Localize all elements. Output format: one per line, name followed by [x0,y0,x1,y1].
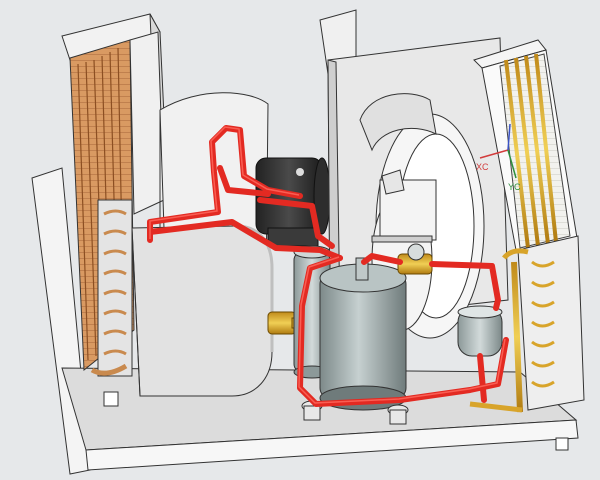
accumulator[interactable] [457,305,503,357]
xc-axis-line [479,149,509,159]
xc-axis-label: XC [476,162,489,172]
zc-axis-line [507,123,511,151]
compressor[interactable] [301,257,409,425]
coordinate-triad: XC YC [476,123,521,192]
expansion-valve[interactable] [371,235,433,275]
condenser-coil-left[interactable] [61,13,169,377]
evaporator-blower-housing[interactable] [319,9,509,339]
yc-axis-line [507,149,517,179]
yc-axis-label: YC [508,182,521,192]
evaporator-coil-right[interactable] [469,39,585,413]
